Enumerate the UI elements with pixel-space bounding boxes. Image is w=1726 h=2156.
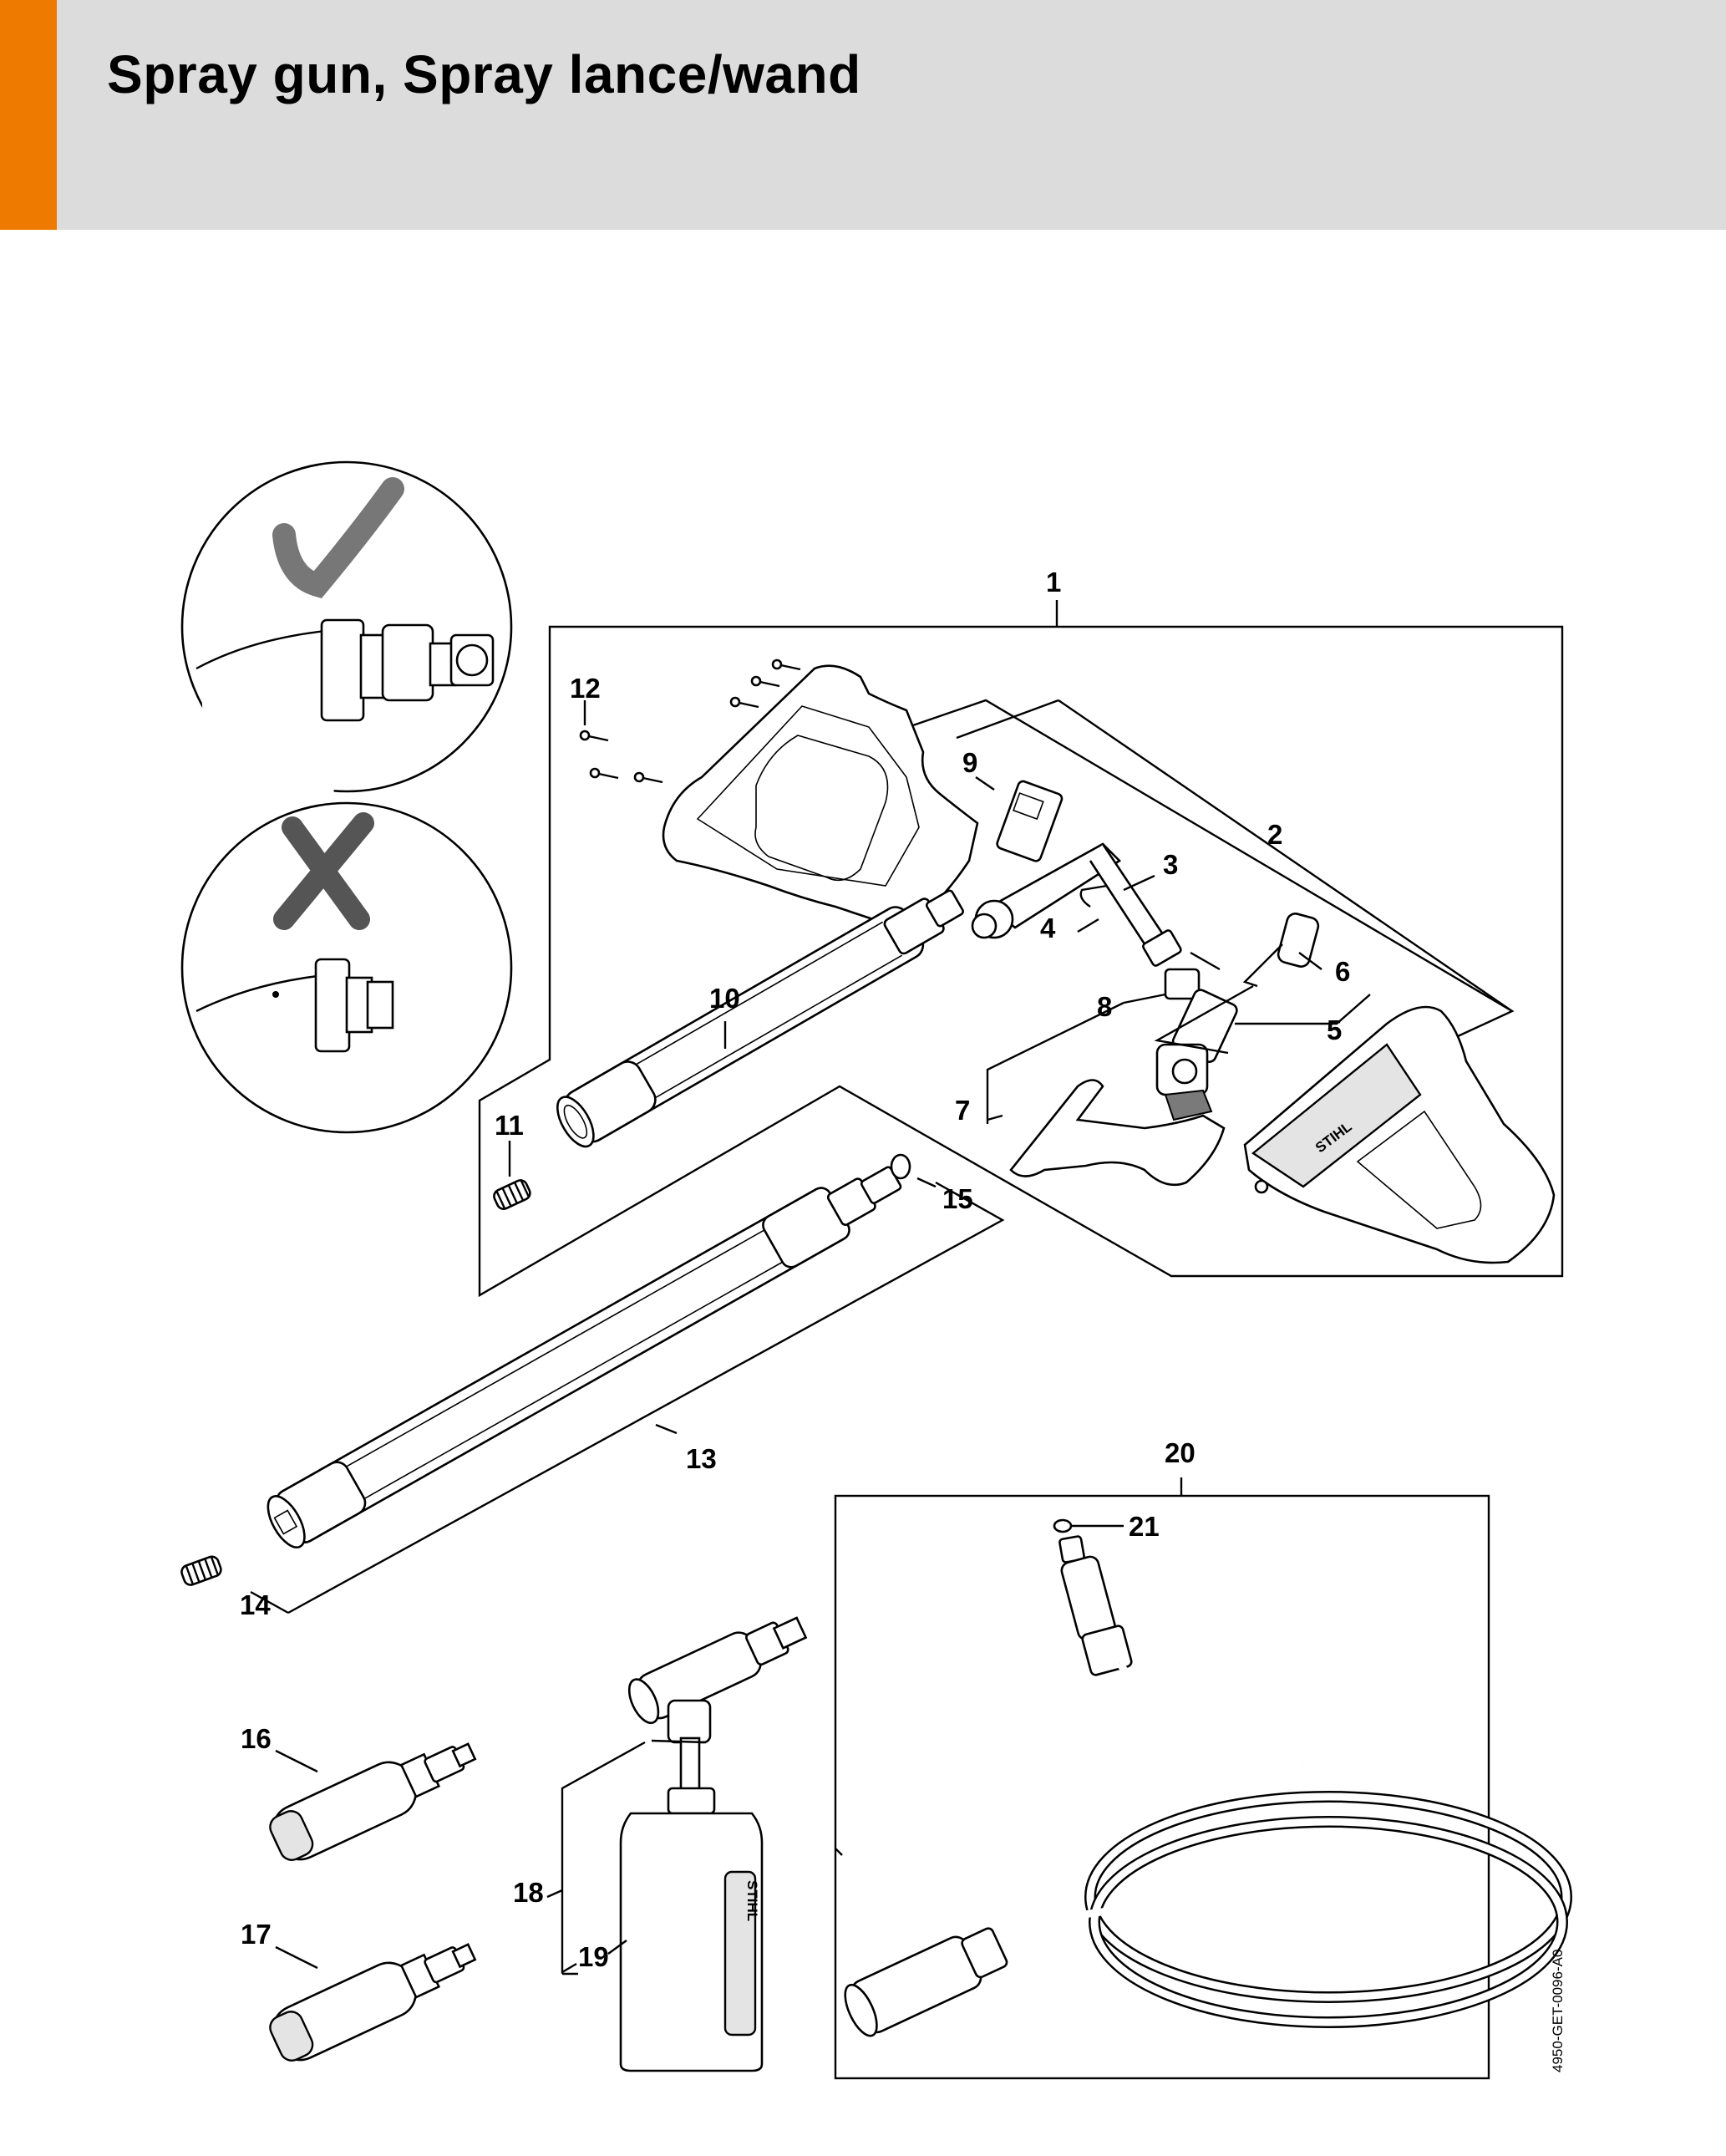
callout-16: 16 [241, 1723, 272, 1754]
tube-part-3 [971, 842, 1182, 967]
callout-8: 8 [1097, 991, 1112, 1022]
page-header: Spray gun, Spray lance/wand [0, 0, 1726, 230]
callout-9: 9 [962, 747, 977, 778]
bottle-part-19: STIHL [619, 1787, 764, 2072]
leader-lines [275, 600, 1371, 1975]
spring-part-11 [493, 1179, 531, 1210]
correct-connection-inset [180, 460, 513, 794]
assembly-1-outline [478, 625, 1564, 1298]
callout-19: 19 [578, 1941, 609, 1972]
clip-part-4 [1079, 884, 1108, 908]
callout-13: 13 [686, 1443, 717, 1474]
screws-12 [579, 658, 801, 784]
nozzle-part-17 [269, 1943, 477, 2062]
reference-code: 4950-GET-0096-A0 [1550, 1950, 1566, 2072]
callout-6: 6 [1335, 956, 1350, 987]
callout-11: 11 [495, 1110, 524, 1141]
callout-17: 17 [241, 1919, 272, 1950]
callout-4: 4 [1040, 913, 1056, 943]
callout-1: 1 [1046, 567, 1061, 597]
accent-bar [0, 0, 57, 230]
wand-bracket-outline [287, 1181, 1005, 1614]
callout-21: 21 [1129, 1511, 1160, 1542]
callout-14: 14 [240, 1589, 271, 1620]
cross-icon [273, 812, 374, 930]
callout-3: 3 [1163, 849, 1178, 880]
oring-part-15 [890, 1153, 911, 1180]
callout-15: 15 [942, 1183, 973, 1214]
nozzle-part-16 [269, 1742, 477, 1861]
hose-kit-20-outline [834, 1494, 1490, 2080]
handle-grip: STIHL [1243, 1005, 1556, 1264]
callout-7: 7 [955, 1095, 970, 1126]
bottle-brand-logo: STIHL [744, 1880, 760, 1921]
lance-part-10 [556, 889, 964, 1148]
callout-2: 2 [1267, 819, 1282, 850]
checkmark-icon [272, 477, 404, 598]
incorrect-connection-inset [180, 801, 513, 1134]
page-title: Spray gun, Spray lance/wand [107, 44, 861, 104]
callout-10: 10 [709, 983, 740, 1014]
gun-housing-half [662, 664, 979, 925]
oring-part-21 [1053, 1518, 1073, 1533]
valve-part-9 [996, 780, 1064, 862]
lever-part-6 [1242, 913, 1320, 988]
spring-part-14 [180, 1555, 222, 1586]
callout-20: 20 [1165, 1437, 1196, 1468]
wand-part-13 [267, 1166, 902, 1548]
valve-body-part-5 [1155, 951, 1238, 1096]
callout-labels: 1 2 3 4 5 6 7 8 9 10 11 12 13 14 15 16 1… [240, 567, 1350, 1972]
callout-12: 12 [570, 673, 601, 704]
trigger-part-7 [1009, 1079, 1226, 1187]
callout-18: 18 [513, 1877, 544, 1908]
foam-head-part-18 [627, 1616, 808, 1794]
hose-part-20 [844, 1535, 1572, 2037]
callout-5: 5 [1327, 1014, 1342, 1045]
